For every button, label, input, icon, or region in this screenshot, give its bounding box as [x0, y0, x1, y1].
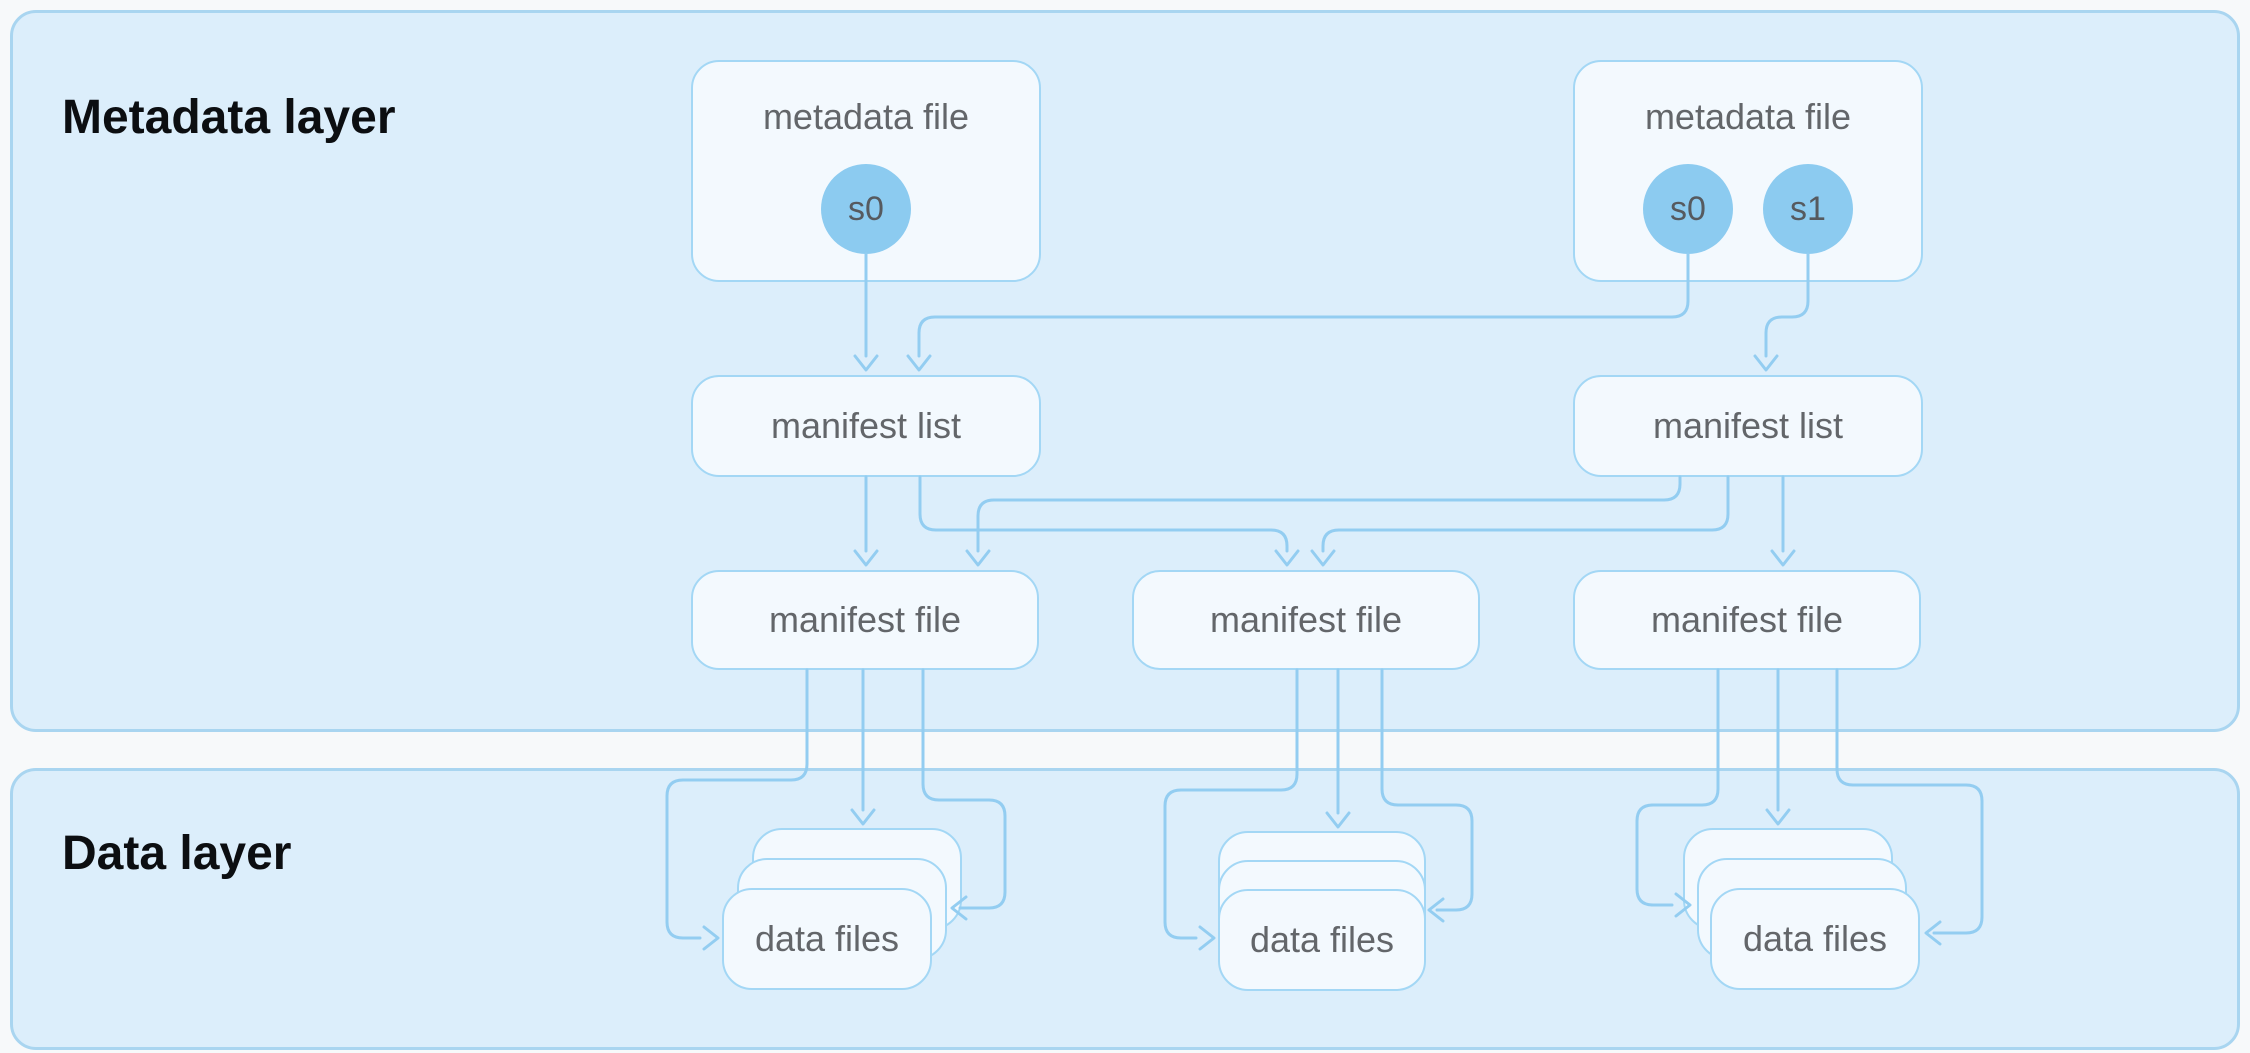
manifest-list-label: manifest list [770, 405, 962, 446]
manifest-file-label: manifest file [768, 599, 962, 640]
data-files-label: data files [754, 918, 900, 959]
data-files-stack-1: data files [722, 888, 932, 990]
manifest-file-node-1: manifest file [691, 570, 1039, 670]
snapshot-badge-s1: s1 [1763, 164, 1853, 254]
manifest-file-label: manifest file [1209, 599, 1403, 640]
manifest-list-label: manifest list [1652, 405, 1844, 446]
metadata-file-label: metadata file [762, 96, 970, 137]
data-files-label: data files [1742, 918, 1888, 959]
metadata-file-node-2: metadata file [1573, 60, 1923, 282]
snapshot-badge-s0: s0 [1643, 164, 1733, 254]
manifest-list-node-2: manifest list [1573, 375, 1923, 477]
manifest-file-node-3: manifest file [1573, 570, 1921, 670]
data-files-stack-2: data files [1218, 889, 1426, 991]
data-files-stack-3: data files [1710, 888, 1920, 990]
manifest-file-node-2: manifest file [1132, 570, 1480, 670]
data-files-label: data files [1249, 919, 1395, 960]
manifest-file-label: manifest file [1650, 599, 1844, 640]
metadata-file-label: metadata file [1644, 96, 1852, 137]
snapshot-badge-s0: s0 [821, 164, 911, 254]
data-layer-title: Data layer [62, 827, 292, 880]
metadata-layer-title: Metadata layer [62, 91, 396, 144]
manifest-list-node-1: manifest list [691, 375, 1041, 477]
